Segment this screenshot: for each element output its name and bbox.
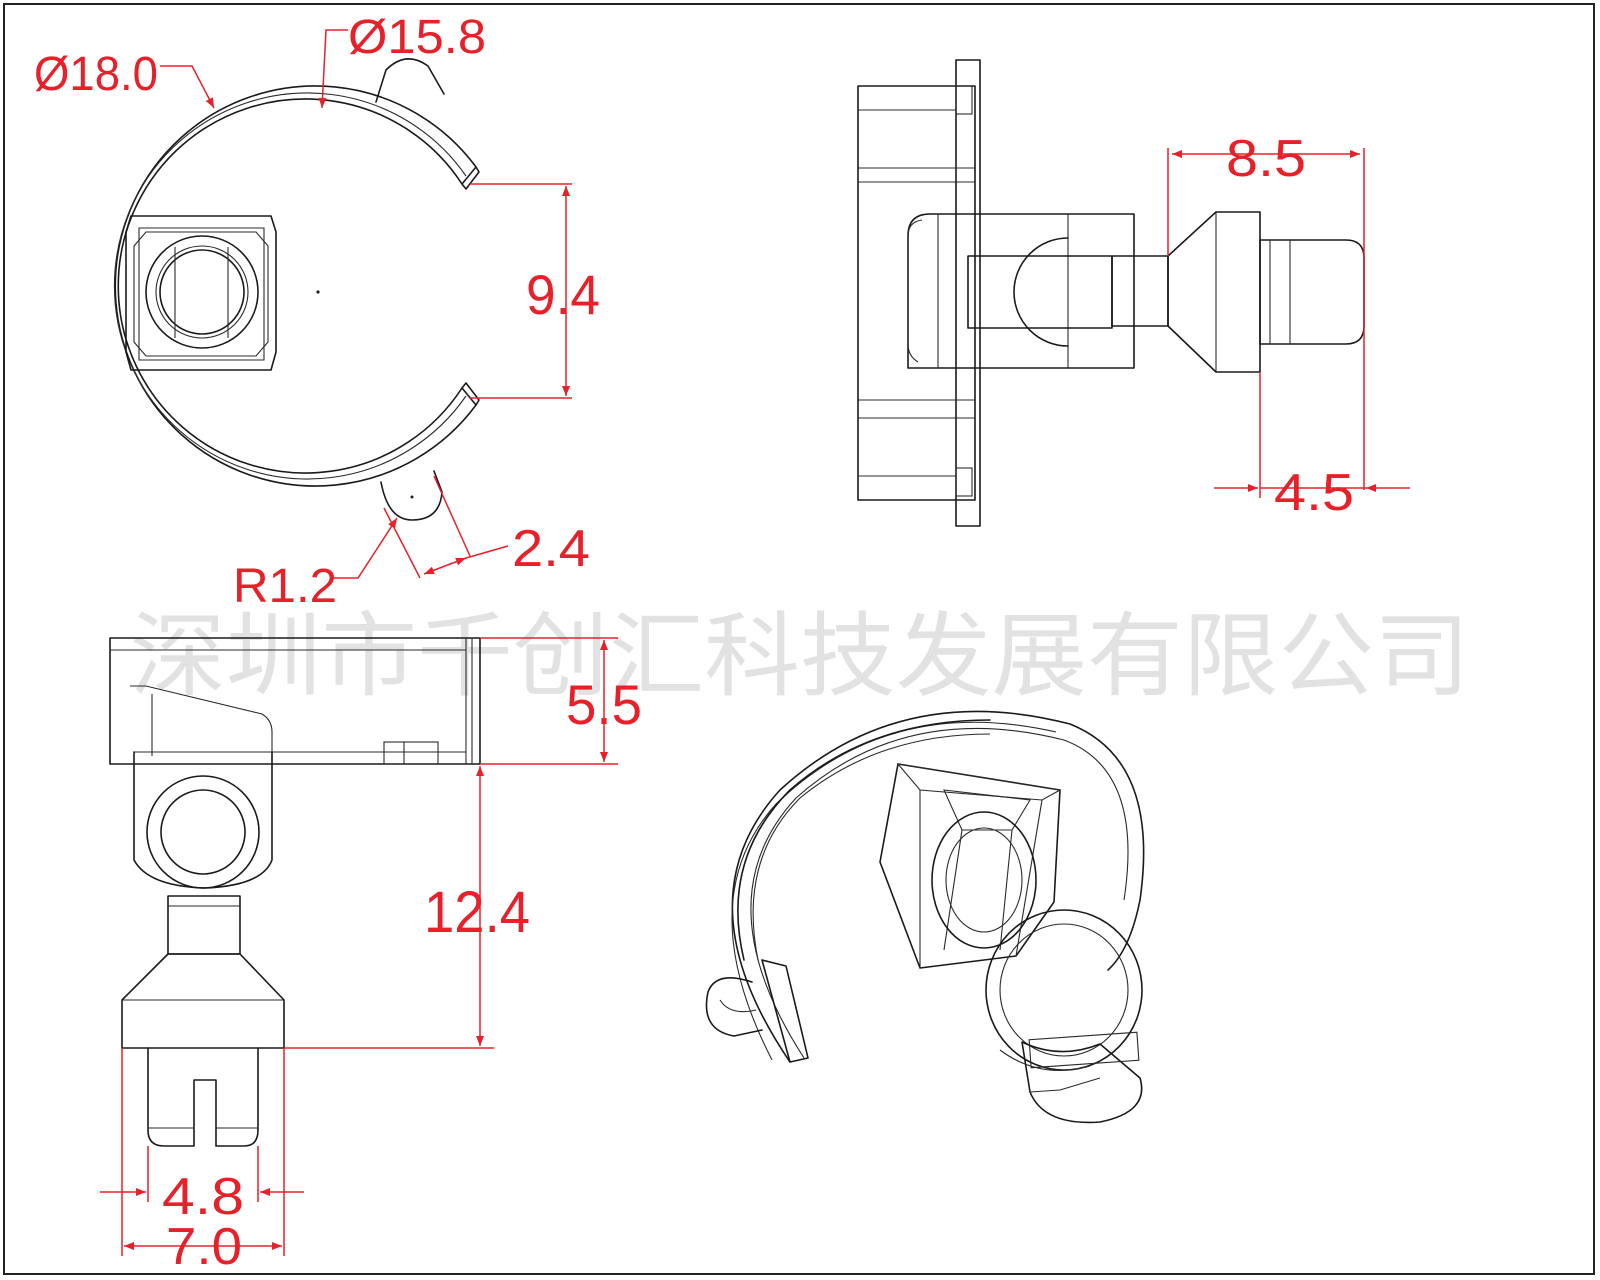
dim-inner-diameter: Ø15.8 xyxy=(348,11,486,64)
dim-pin-length: 4.5 xyxy=(1274,464,1354,522)
dim-leg-gap: 4.8 xyxy=(162,1168,244,1226)
top-view xyxy=(113,58,480,521)
dim-base-width: 7.0 xyxy=(166,1218,242,1276)
company-watermark: 深圳市千创汇科技发展有限公司 xyxy=(130,603,1470,710)
dim-ring-height: 5.5 xyxy=(566,673,642,736)
side-view xyxy=(857,59,1365,527)
drawing-border xyxy=(3,3,1595,1275)
dim-tab-width: 2.4 xyxy=(512,520,590,578)
dim-pin-offset: 8.5 xyxy=(1226,130,1306,188)
dim-tab-radius: R1.2 xyxy=(233,560,337,613)
dim-opening-width: 9.4 xyxy=(526,263,600,326)
dim-outer-diameter: Ø18.0 xyxy=(34,48,158,101)
top-view-dimensions: Ø18.0 Ø15.8 9.4 R1.2 2.4 xyxy=(34,11,600,613)
isometric-view xyxy=(705,710,1145,1124)
front-view-dimensions: 5.5 12.4 4.8 7.0 xyxy=(100,637,642,1276)
dim-pin-height: 12.4 xyxy=(424,880,530,945)
side-view-dimensions: 8.5 4.5 xyxy=(1167,130,1410,522)
